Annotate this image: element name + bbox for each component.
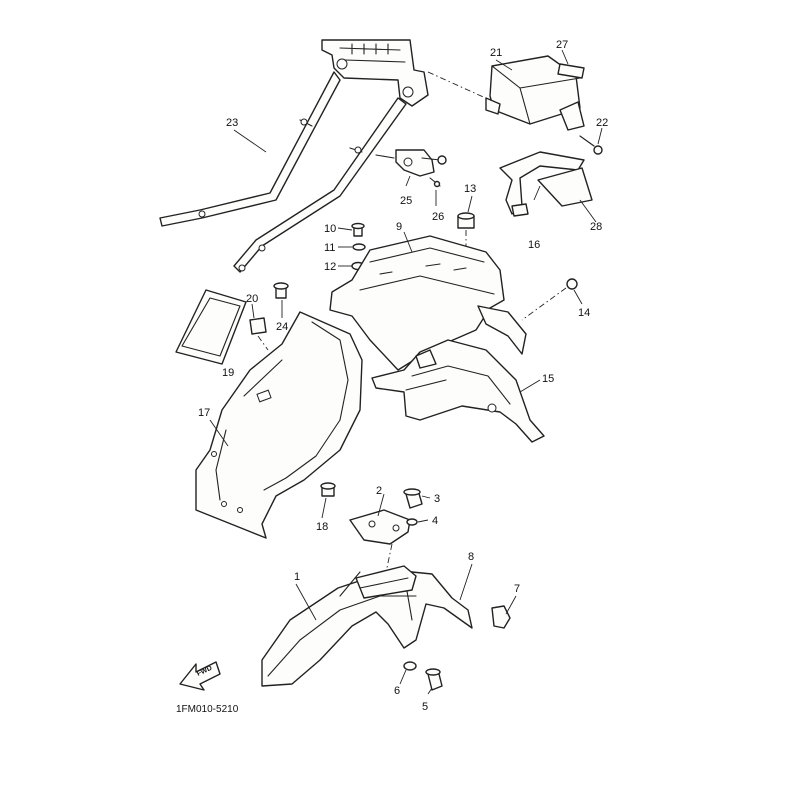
callout-6: 6 xyxy=(394,685,400,697)
part-15-side-panel xyxy=(371,339,545,443)
callout-10: 10 xyxy=(324,223,336,235)
callout-16: 16 xyxy=(528,239,540,251)
callout-1: 1 xyxy=(294,571,300,583)
part-11-washer xyxy=(352,243,366,251)
callout-25: 25 xyxy=(400,195,412,207)
part-14-cap xyxy=(566,278,578,290)
callout-24: 24 xyxy=(276,321,288,333)
callout-13: 13 xyxy=(464,183,476,195)
part-1-front-fender xyxy=(261,565,473,687)
part-10-bolt xyxy=(351,222,365,237)
callout-21: 21 xyxy=(490,47,502,59)
part-23-rail xyxy=(159,39,429,273)
callout-23: 23 xyxy=(226,117,238,129)
part-22-screw xyxy=(579,135,603,155)
callout-14: 14 xyxy=(578,307,590,319)
part-4-nut xyxy=(406,518,418,526)
part-27-label xyxy=(557,63,585,79)
callout-2: 2 xyxy=(376,485,382,497)
part-20-pad xyxy=(249,317,267,335)
callout-8: 8 xyxy=(468,551,474,563)
part-16-bracket xyxy=(499,151,585,217)
part-18-screw xyxy=(320,482,336,497)
part-13-grommet xyxy=(457,212,475,258)
part-3-bolt xyxy=(403,488,423,509)
callout-7: 7 xyxy=(514,583,520,595)
callout-5: 5 xyxy=(422,701,428,713)
part-7-clamp xyxy=(491,605,511,629)
part-6-collar xyxy=(403,661,417,671)
callout-3: 3 xyxy=(434,493,440,505)
part-19-plate-bracket xyxy=(175,289,247,365)
callout-22: 22 xyxy=(596,117,608,129)
leader-lines xyxy=(209,49,603,695)
diagram-code: 1FM010-5210 xyxy=(176,704,239,715)
callout-18: 18 xyxy=(316,521,328,533)
callout-27: 27 xyxy=(556,39,568,51)
fwd-arrow-icon xyxy=(179,661,221,691)
callout-4: 4 xyxy=(432,515,438,527)
part-28-reflector xyxy=(537,167,593,207)
callout-numbers: 1 2 3 4 5 6 7 8 9 10 11 12 13 14 15 16 1… xyxy=(198,39,608,713)
callout-28: 28 xyxy=(590,221,602,233)
callout-9: 9 xyxy=(396,221,402,233)
part-5-bolt xyxy=(425,668,443,691)
callout-19: 19 xyxy=(222,367,234,379)
part-25-clamp xyxy=(395,149,447,177)
callout-15: 15 xyxy=(542,373,554,385)
part-17-inner-fender xyxy=(195,311,363,539)
callout-11: 11 xyxy=(324,242,335,254)
part-26-screw xyxy=(429,177,441,188)
callout-26: 26 xyxy=(432,211,444,223)
callout-12: 12 xyxy=(324,261,336,273)
callout-20: 20 xyxy=(246,293,258,305)
part-24-bolt xyxy=(273,282,289,299)
callout-17: 17 xyxy=(198,407,210,419)
